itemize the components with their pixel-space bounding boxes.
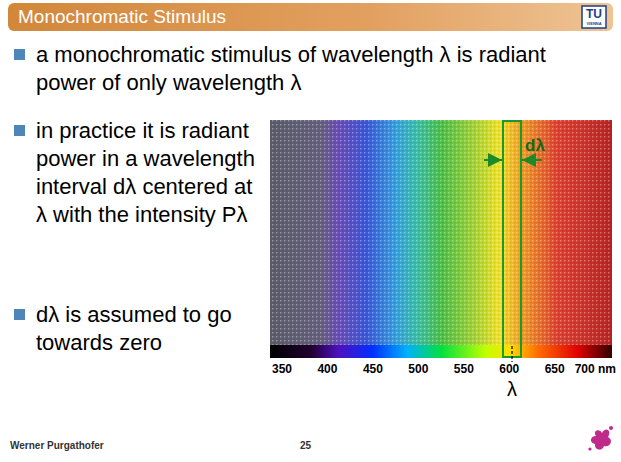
bullet-text: in practice it is radiant power in a wav…	[36, 117, 258, 229]
wavelength-label: λ	[507, 378, 517, 400]
axis-tick: 650	[544, 362, 566, 376]
spectrum-strip	[270, 345, 612, 358]
interval-label: dλ	[525, 136, 545, 156]
footer-author: Werner Purgathofer	[10, 440, 104, 451]
logo-splash	[588, 426, 613, 451]
axis-tick: 350	[271, 362, 293, 376]
logo-box	[582, 6, 606, 28]
bullet-squares	[14, 49, 25, 320]
title-bar	[8, 3, 613, 31]
interval-box	[503, 121, 521, 357]
axis-tick: 450	[362, 362, 384, 376]
spectrum-image	[270, 120, 612, 358]
spectrum-texture	[270, 120, 612, 358]
logo-text: TU	[586, 8, 602, 20]
interval-arrow	[484, 159, 502, 161]
interval-arrow	[522, 159, 542, 161]
axis-tick: 400	[316, 362, 338, 376]
slide-title: Monochromatic Stimulus	[18, 4, 226, 30]
bullet-text: a monochromatic stimulus of wavelength λ…	[36, 41, 611, 97]
logo-text: VIENNA	[586, 21, 601, 26]
axis-tick: 700 nm	[574, 362, 617, 376]
bullet-text: dλ is assumed to go towards zero	[36, 301, 258, 357]
axis-tick: 600	[498, 362, 520, 376]
axis-tick: 550	[453, 362, 475, 376]
page-number: 25	[300, 440, 311, 451]
axis-tick: 500	[407, 362, 429, 376]
